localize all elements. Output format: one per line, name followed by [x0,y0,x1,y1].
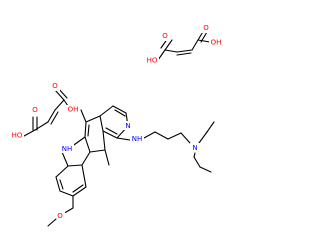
amine-nh-label: NH [132,135,143,143]
carbonyl-oxygen-label: O [203,24,209,32]
tertiary-amine-nitrogen-label: N [192,144,197,152]
carbonyl-oxygen-label: O [52,82,58,90]
carbonyl-oxygen-label: O [162,32,168,40]
maleic-acid-lower-labels: HO O O OH [10,82,80,140]
main-molecule-labels: N NH NH N O [55,121,200,220]
chemical-structure-drawing: O HO O OH HO O O OH [10,24,223,227]
indole-nh-label: NH [62,145,73,153]
hydroxyl-label: HO [147,57,158,65]
remaining-bonds [47,152,196,227]
hydroxyl-label: OH [211,39,222,47]
methoxy-oxygen-label: O [57,212,63,220]
hydroxyl-label: OH [68,106,79,114]
central-ring [80,109,131,166]
benzene-ring [55,164,87,216]
structure-canvas: O HO O OH HO O O OH [10,24,223,227]
carbonyl-oxygen-label: O [32,106,38,114]
maleic-acid-upper [157,29,211,61]
maleic-acid-upper-labels: O HO O OH [145,24,223,65]
hydroxyl-label: HO [12,132,23,140]
pyridine-nitrogen-label: N [125,122,130,130]
diethylaminopropyl-chain [143,121,215,173]
